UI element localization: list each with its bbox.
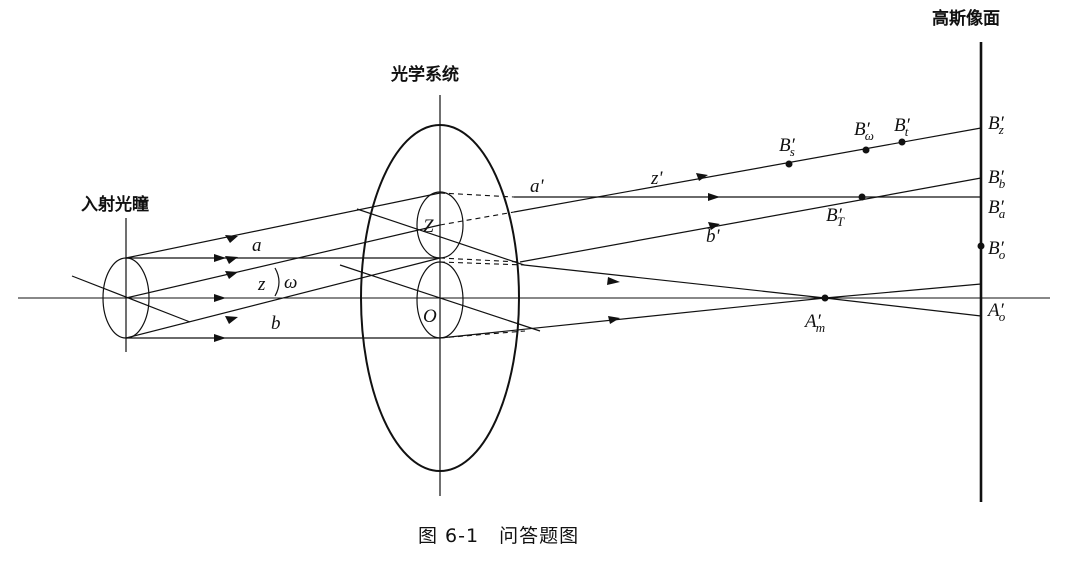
- ray-label-omega: ω: [284, 272, 297, 293]
- ray-z-prime-solid: [513, 127, 982, 213]
- ray-lower-crossing: [339, 264, 541, 332]
- entrance-pupil-diagonal: [71, 275, 191, 323]
- ray-b-prime-solid: [519, 177, 982, 263]
- arrow-lower-after: [608, 316, 620, 324]
- arrow-ray-b: [225, 316, 238, 324]
- arrow-bottom-edge: [214, 334, 226, 342]
- ray-upper-after-Am: [824, 297, 982, 317]
- arrow-ray-chief-upper: [225, 256, 238, 264]
- ray-upper-dashed-segment: [439, 261, 526, 266]
- label-BT: B′T: [826, 205, 845, 229]
- ray-lower-to-Am: [439, 297, 826, 339]
- gaussian-image-plane-label: 高斯像面: [932, 8, 1000, 29]
- ray-upper-crossing: [356, 208, 525, 266]
- arrow-axis: [214, 294, 226, 302]
- ray-lower-after-Am: [824, 283, 982, 299]
- optical-system-label: 光学系统: [390, 64, 459, 85]
- ray-chief-incident: [125, 224, 441, 299]
- arrow-b-prime: [708, 222, 720, 230]
- arrow-upper-after: [607, 277, 620, 285]
- point-Bs: [785, 160, 793, 168]
- figure-caption: 图 6-1 问答题图: [418, 525, 579, 547]
- label-Bo: B′o: [988, 238, 1006, 262]
- ray-label-b: b: [271, 313, 281, 334]
- point-Am: [821, 294, 829, 302]
- ray-a-prime: [439, 192, 515, 198]
- arrow-z-prime: [696, 173, 708, 181]
- point-label-O: O: [423, 306, 437, 327]
- arrow-ray-a: [225, 235, 238, 243]
- label-Ba: B′a: [988, 197, 1006, 221]
- label-Bw: B′ω: [854, 119, 874, 143]
- ray-b-incident: [125, 257, 441, 339]
- point-Bt: [898, 138, 906, 146]
- label-Bz: B′z: [988, 113, 1005, 137]
- label-Bs: B′s: [779, 135, 796, 159]
- point-label-Z: Z: [423, 216, 434, 237]
- arrow-ray-chief-lower: [225, 271, 238, 279]
- label-Bb: B′b: [988, 167, 1006, 191]
- point-BT: [858, 193, 866, 201]
- ray-label-b-prime: b': [706, 226, 721, 247]
- ray-label-z: z: [257, 274, 266, 295]
- label-Am: A′m: [803, 311, 825, 335]
- ray-z-prime: [439, 211, 515, 226]
- omega-angle-arc: [274, 267, 280, 297]
- point-Bw: [862, 146, 870, 154]
- entrance-pupil-label: 入射光瞳: [81, 194, 149, 215]
- ray-b-prime: [439, 257, 521, 263]
- label-Ao: A′o: [986, 300, 1006, 324]
- ray-label-z-prime: z': [650, 168, 663, 189]
- ray-upper-to-Am: [523, 264, 826, 299]
- ray-label-a: a: [252, 235, 262, 256]
- ray-label-a-prime: a': [530, 176, 545, 197]
- arrow-top-edge: [214, 254, 226, 262]
- ray-a-incident: [125, 192, 441, 259]
- arrow-a-prime: [708, 193, 720, 201]
- label-Bt: B′t: [894, 115, 911, 139]
- point-Bo: [977, 242, 985, 250]
